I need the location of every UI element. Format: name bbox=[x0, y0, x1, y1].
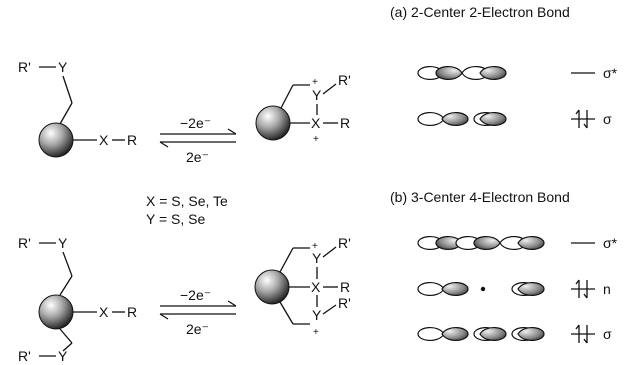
definition-x: X = S, Se, Te bbox=[146, 193, 228, 209]
bottom-right-y-rprime-bond-top bbox=[322, 246, 337, 258]
bottom-forward-label: −2e⁻ bbox=[180, 287, 211, 303]
bottom-right-x: X bbox=[311, 279, 321, 295]
top-left-y: Y bbox=[58, 59, 68, 75]
bottom-left-y-top: Y bbox=[58, 235, 68, 251]
bottom-right-rprime-bottom: R' bbox=[338, 295, 351, 311]
bottom-left-molecule: R' Y X R R' Y bbox=[18, 235, 137, 364]
bottom-left-sphere bbox=[38, 294, 74, 330]
top-right-rprime: R' bbox=[338, 72, 351, 88]
definition-y: Y = S, Se bbox=[146, 211, 205, 227]
mo-diagram-a: (a) 2-Center 2-Electron Bond σ* σ bbox=[390, 4, 618, 129]
mo-b-n-electrons bbox=[575, 279, 588, 299]
bottom-right-chain-top-1 bbox=[279, 247, 294, 273]
top-right-plus-bottom: + bbox=[313, 134, 319, 145]
bottom-left-r: R bbox=[127, 304, 137, 320]
top-forward-arrowhead bbox=[227, 128, 237, 135]
bottom-left-chain-bot-2 bbox=[62, 342, 73, 352]
bottom-equilibrium-arrows: −2e⁻ 2e⁻ bbox=[159, 287, 237, 337]
top-backward-label: 2e⁻ bbox=[186, 149, 209, 165]
bottom-left-chain-top-2 bbox=[59, 275, 73, 296]
bottom-left-chain-top-1 bbox=[62, 251, 73, 277]
top-right-plus-top: + bbox=[312, 77, 318, 88]
bottom-right-plus-top: + bbox=[312, 241, 318, 252]
mo-a-sigma-star-orbital bbox=[417, 65, 507, 81]
top-right-y: Y bbox=[312, 87, 322, 103]
bottom-right-y-top: Y bbox=[312, 250, 322, 266]
mo-a-sigma-orbital bbox=[417, 111, 507, 127]
top-right-y-rprime-bond bbox=[322, 83, 337, 95]
bottom-right-sphere bbox=[254, 269, 290, 305]
bottom-right-y-bottom: Y bbox=[312, 307, 322, 323]
top-left-chain-2 bbox=[59, 102, 73, 125]
mo-b-sigma-star-orbital bbox=[417, 235, 545, 251]
mo-diagram-b: (b) 3-Center 4-Electron Bond σ* n bbox=[390, 189, 618, 344]
bottom-right-y-rprime-bond-bottom bbox=[322, 304, 337, 315]
top-backward-arrowhead bbox=[159, 141, 169, 148]
top-left-x: X bbox=[99, 132, 109, 148]
top-left-rprime: R' bbox=[18, 59, 31, 75]
top-left-chain-1 bbox=[62, 75, 73, 104]
bottom-backward-arrowhead bbox=[159, 313, 169, 320]
bottom-left-x: X bbox=[99, 304, 109, 320]
bottom-right-rprime-top: R' bbox=[338, 235, 351, 251]
top-forward-label: −2e⁻ bbox=[180, 115, 211, 131]
mo-b-n-orbital bbox=[417, 281, 545, 297]
bottom-left-chain-bot-1 bbox=[59, 328, 73, 344]
top-right-sphere bbox=[255, 105, 291, 141]
mo-a-sigma-electrons bbox=[575, 109, 588, 129]
top-right-molecule: + Y R' X R + bbox=[255, 72, 351, 145]
mo-a-sigma-label: σ bbox=[603, 111, 612, 127]
top-equilibrium-arrows: −2e⁻ 2e⁻ bbox=[159, 115, 237, 165]
top-left-molecule: R' Y X R bbox=[18, 59, 137, 158]
top-right-r: R bbox=[340, 115, 350, 131]
bottom-right-plus-bottom: + bbox=[313, 327, 319, 338]
mo-b-n-label: n bbox=[603, 281, 611, 297]
top-left-sphere bbox=[38, 122, 74, 158]
mo-a-sigma-star-label: σ* bbox=[603, 65, 618, 81]
mo-b-sigma-star-label: σ* bbox=[603, 235, 618, 251]
bottom-left-rprime-top: R' bbox=[18, 235, 31, 251]
mo-b-title: (b) 3-Center 4-Electron Bond bbox=[390, 189, 570, 205]
bottom-right-chain-bot-1 bbox=[279, 301, 294, 325]
bottom-backward-label: 2e⁻ bbox=[186, 321, 209, 337]
bottom-left-rprime-bottom: R' bbox=[18, 348, 31, 364]
bottom-right-molecule: + Y R' X R Y R' + bbox=[254, 235, 351, 338]
bottom-left-y-bottom: Y bbox=[58, 348, 68, 364]
top-left-r: R bbox=[127, 132, 137, 148]
top-right-x: X bbox=[311, 115, 321, 131]
top-right-chain-1 bbox=[280, 84, 294, 109]
mo-a-title: (a) 2-Center 2-Electron Bond bbox=[390, 4, 570, 20]
mo-b-sigma-orbital bbox=[417, 326, 545, 342]
bottom-forward-arrowhead bbox=[227, 300, 237, 307]
mo-b-sigma-electrons bbox=[575, 324, 588, 344]
mo-b-sigma-label: σ bbox=[603, 326, 612, 342]
definitions: X = S, Se, Te Y = S, Se bbox=[146, 193, 228, 227]
bottom-right-r: R bbox=[340, 279, 350, 295]
